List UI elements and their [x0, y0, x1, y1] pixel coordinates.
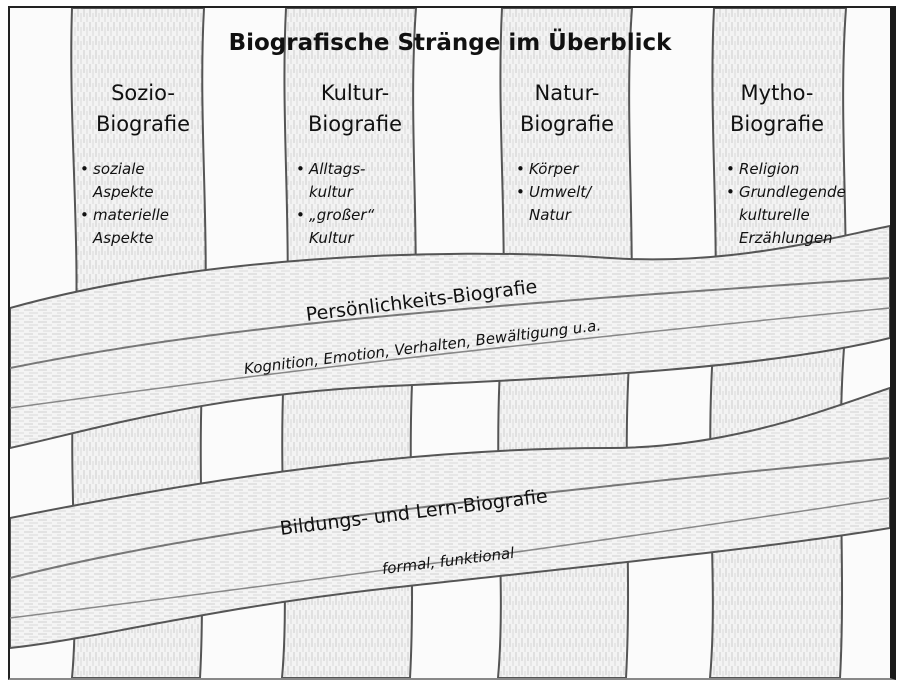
list-item: Alltags- kultur	[296, 158, 396, 204]
column-heading-mytho: Mytho- Biografie	[692, 78, 862, 140]
column-list-sozio: soziale Aspekte materielle Aspekte	[80, 158, 200, 250]
column-heading-line2: Biografie	[692, 109, 862, 140]
diagram-frame: Biografische Stränge im Überblick Sozio-…	[8, 6, 896, 680]
list-item: Körper	[516, 158, 616, 181]
column-heading-line2: Biografie	[482, 109, 652, 140]
column-heading-line2: Biografie	[58, 109, 228, 140]
list-item: Umwelt/ Natur	[516, 181, 616, 227]
column-list-mytho: Religion Grundlegende kulturelle Erzählu…	[726, 158, 866, 250]
column-heading-kultur: Kultur- Biografie	[270, 78, 440, 140]
column-heading-line1: Kultur-	[270, 78, 440, 109]
column-heading-line1: Sozio-	[58, 78, 228, 109]
column-heading-line1: Natur-	[482, 78, 652, 109]
diagram-title: Biografische Stränge im Überblick	[10, 30, 890, 56]
list-item: Grundlegende kulturelle Erzählungen	[726, 181, 866, 250]
column-list-natur: Körper Umwelt/ Natur	[516, 158, 616, 227]
list-item: soziale Aspekte	[80, 158, 200, 204]
column-heading-natur: Natur- Biografie	[482, 78, 652, 140]
list-item: „großer“ Kultur	[296, 204, 396, 250]
column-list-kultur: Alltags- kultur „großer“ Kultur	[296, 158, 396, 250]
column-heading-sozio: Sozio- Biografie	[58, 78, 228, 140]
list-item: materielle Aspekte	[80, 204, 200, 250]
column-heading-line1: Mytho-	[692, 78, 862, 109]
column-heading-line2: Biografie	[270, 109, 440, 140]
list-item: Religion	[726, 158, 866, 181]
